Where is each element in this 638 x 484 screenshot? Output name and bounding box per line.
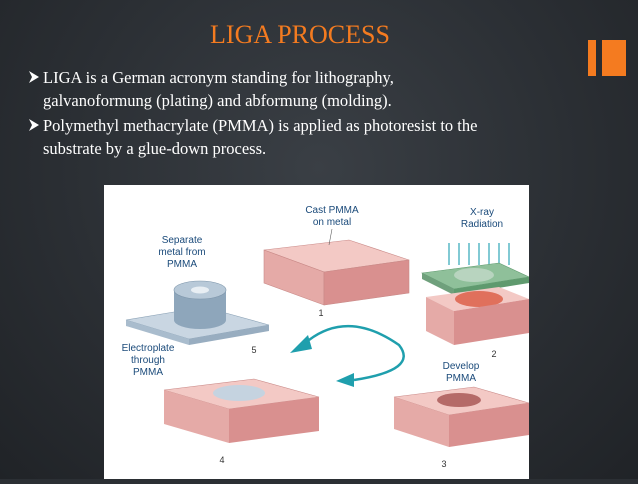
bullet-item-2: Polymethyl methacrylate (PMMA) is applie… bbox=[26, 114, 626, 160]
step-1-caption-line-2: on metal bbox=[313, 217, 351, 228]
accent-bar-thin bbox=[588, 40, 596, 76]
bullet-1-line-1: LIGA is a German acronym standing for li… bbox=[43, 68, 394, 87]
bullet-2-line-1: Polymethyl methacrylate (PMMA) is applie… bbox=[43, 116, 478, 135]
step-4-caption-line-1: Electroplate bbox=[122, 343, 175, 354]
step-5-caption-line-1: Separate bbox=[162, 235, 203, 246]
step-3-block bbox=[393, 386, 530, 447]
bullet-1-line-2: galvanoformung (plating) and abformung (… bbox=[43, 91, 392, 110]
bullet-item-1: LIGA is a German acronym standing for li… bbox=[26, 66, 626, 112]
step-2-caption-line-2: Radiation bbox=[461, 219, 503, 230]
slide-title: LIGA PROCESS bbox=[210, 20, 390, 49]
bullet-list: LIGA is a German acronym standing for li… bbox=[26, 66, 626, 162]
step-5-caption-line-2: metal from bbox=[158, 247, 205, 258]
step-1-caption-line-1: Cast PMMA bbox=[305, 205, 359, 216]
step-1-block bbox=[263, 239, 410, 306]
liga-process-diagram: Cast PMMA on metal 1 X-ray Radiation bbox=[104, 185, 531, 479]
liga-diagram-svg: Cast PMMA on metal 1 X-ray Radiation bbox=[122, 205, 531, 469]
step-number-3: 3 bbox=[441, 459, 446, 469]
step-5-metal-part bbox=[125, 280, 270, 345]
step-3-caption-line-1: Develop bbox=[443, 361, 480, 372]
xray-mask bbox=[420, 262, 531, 295]
step-5-caption-line-3: PMMA bbox=[167, 259, 197, 270]
step-4-caption-line-3: PMMA bbox=[133, 367, 163, 378]
step-4-caption-line-2: through bbox=[131, 355, 165, 366]
step-number-4: 4 bbox=[219, 455, 224, 465]
step-2-block bbox=[426, 287, 529, 345]
step-1-pointer bbox=[328, 228, 333, 246]
cycle-arrow bbox=[290, 324, 405, 387]
step-number-2: 2 bbox=[491, 349, 496, 359]
step-2-caption-line-1: X-ray bbox=[470, 207, 494, 218]
step-4-block bbox=[163, 378, 320, 443]
bullet-2-line-2: substrate by a glue-down process. bbox=[43, 139, 267, 158]
step-number-1: 1 bbox=[318, 308, 323, 318]
arrow-bullet-icon bbox=[29, 119, 39, 131]
step-number-5: 5 bbox=[251, 345, 256, 355]
arrow-bullet-icon bbox=[29, 71, 39, 83]
accent-bar-thick bbox=[602, 40, 626, 76]
step-3-caption-line-2: PMMA bbox=[446, 373, 476, 384]
xray-arrows bbox=[448, 243, 510, 265]
